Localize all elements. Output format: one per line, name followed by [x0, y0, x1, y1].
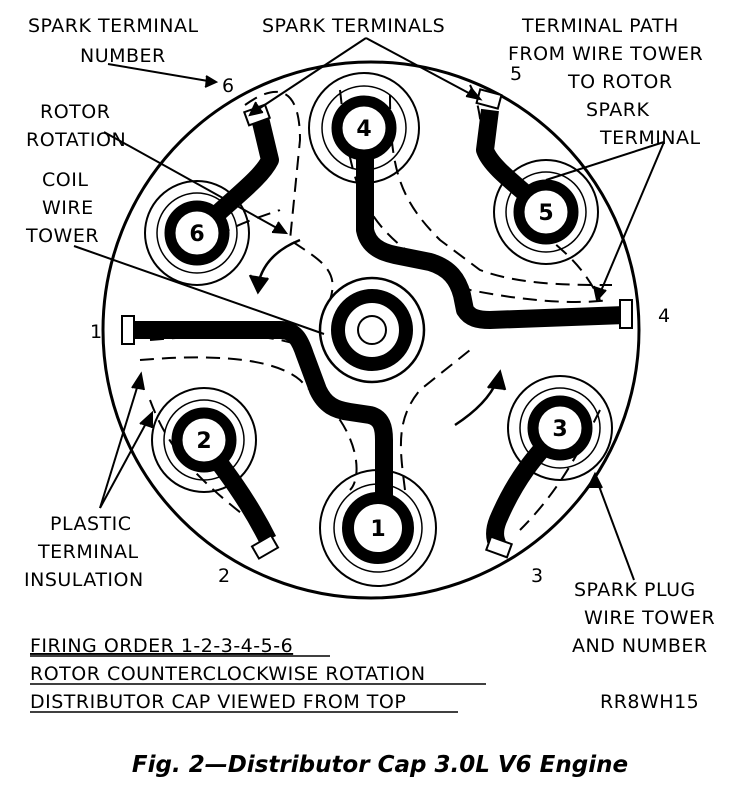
- notes: FIRING ORDER 1-2-3-4-5-6 ROTOR COUNTERCL…: [30, 635, 486, 713]
- label-terminal-path-line4: SPARK: [586, 99, 650, 121]
- tower-number-6: 6: [189, 222, 204, 247]
- callout-coil-wire-tower: COIL WIRE TOWER: [25, 169, 99, 247]
- conductor-paths: [132, 108, 626, 550]
- path-terminal-4: [356, 130, 626, 329]
- label-terminal-path-line3: TO ROTOR: [567, 71, 673, 93]
- label-coil-wire-tower-line2: WIRE: [42, 197, 94, 219]
- label-coil-wire-tower-line3: TOWER: [25, 225, 99, 247]
- note-view: DISTRIBUTOR CAP VIEWED FROM TOP: [30, 691, 406, 713]
- figure-code: RR8WH15: [600, 691, 699, 713]
- spark-terminal-number-1: 1: [90, 321, 102, 343]
- tower-number-1: 1: [370, 517, 385, 542]
- spark-terminal-number-5: 5: [510, 63, 522, 85]
- label-insulation-line2: TERMINAL: [37, 541, 139, 563]
- label-spark-plug-line2: WIRE TOWER: [584, 607, 715, 629]
- label-spark-terminal-number-line2: NUMBER: [80, 45, 166, 67]
- label-terminal-path-line2: FROM WIRE TOWER: [508, 43, 703, 65]
- spark-terminal-number-6: 6: [222, 75, 234, 97]
- spark-terminal-3-end: [484, 535, 514, 559]
- label-insulation-line3: INSULATION: [24, 569, 144, 591]
- figure-caption: Fig. 2—Distributor Cap 3.0L V6 Engine: [132, 752, 628, 778]
- callout-spark-plug-wire-tower: SPARK PLUG WIRE TOWER AND NUMBER: [572, 579, 715, 657]
- label-rotor-rotation-line2: ROTATION: [26, 129, 126, 151]
- spark-terminal-1-end: [121, 315, 135, 345]
- path-terminal-1: [132, 321, 393, 528]
- callout-terminal-path: TERMINAL PATH FROM WIRE TOWER TO ROTOR S…: [508, 15, 703, 149]
- tower-3: 3: [507, 375, 613, 481]
- label-spark-plug-line1: SPARK PLUG: [574, 579, 696, 601]
- tower-5: 5: [493, 159, 599, 265]
- label-insulation-line1: PLASTIC: [50, 513, 132, 535]
- spark-terminal-number-4: 4: [658, 305, 670, 327]
- tower-2: 2: [151, 387, 257, 493]
- spark-terminal-2-end: [250, 534, 280, 560]
- tower-number-2: 2: [196, 429, 211, 454]
- spark-terminal-number-2: 2: [218, 565, 230, 587]
- spark-terminal-number-3: 3: [531, 565, 543, 587]
- tower-number-5: 5: [538, 201, 553, 226]
- note-rotor-rotation: ROTOR COUNTERCLOCKWISE ROTATION: [30, 663, 426, 685]
- tower-6: 6: [144, 180, 250, 286]
- label-spark-terminal-number-line1: SPARK TERMINAL: [28, 15, 199, 37]
- label-coil-wire-tower-line1: COIL: [42, 169, 88, 191]
- rotor-rotation-arrows: [248, 238, 507, 427]
- label-terminal-path-line1: TERMINAL PATH: [521, 15, 679, 37]
- cap-outline: [101, 60, 641, 600]
- spark-terminal-ends: [121, 88, 633, 560]
- label-terminal-path-line5: TERMINAL: [599, 127, 701, 149]
- coil-wire-tower: [318, 276, 426, 384]
- tower-number-3: 3: [552, 417, 567, 442]
- tower-4: 4: [308, 72, 420, 184]
- spark-terminal-4-end: [619, 299, 633, 329]
- callout-plastic-terminal-insulation: PLASTIC TERMINAL INSULATION: [24, 513, 144, 591]
- callout-spark-terminal-number: SPARK TERMINAL NUMBER: [28, 15, 199, 67]
- label-spark-terminals: SPARK TERMINALS: [262, 15, 445, 37]
- tower-number-4: 4: [356, 117, 371, 142]
- callout-spark-terminals: SPARK TERMINALS: [262, 15, 445, 37]
- label-rotor-rotation-line1: ROTOR: [40, 101, 110, 123]
- tower-1: 1: [319, 469, 437, 587]
- callout-rotor-rotation: ROTOR ROTATION: [26, 101, 126, 151]
- note-firing-order: FIRING ORDER 1-2-3-4-5-6: [30, 635, 293, 657]
- label-spark-plug-line3: AND NUMBER: [572, 635, 708, 657]
- leader-lines: [73, 37, 665, 581]
